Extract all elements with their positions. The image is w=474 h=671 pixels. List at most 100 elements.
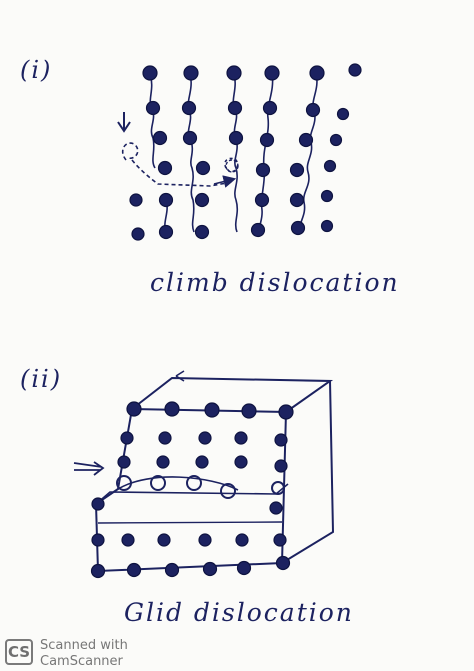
atom: [157, 533, 171, 547]
atom: [235, 533, 249, 547]
hollow-atom: [271, 481, 285, 495]
atom: [198, 533, 212, 547]
atom: [289, 192, 305, 208]
atom: [195, 160, 211, 176]
climb-atoms: [129, 63, 362, 241]
atom: [305, 102, 321, 118]
climb-path: [121, 142, 233, 187]
slip-curve: [117, 476, 239, 491]
diagram-2-label: (ii): [20, 365, 63, 393]
atom: [204, 402, 220, 418]
atom: [278, 404, 294, 420]
glide-cube: [73, 370, 335, 573]
lattice-column-line: [258, 72, 274, 233]
atom: [250, 222, 266, 238]
atom: [228, 130, 244, 146]
atom: [195, 455, 209, 469]
glide-atoms: [90, 401, 294, 579]
lattice-column-line: [298, 72, 318, 233]
top-edge-arrow: [175, 370, 185, 382]
atom: [234, 431, 248, 445]
atom: [255, 162, 271, 178]
atom: [181, 100, 197, 116]
atom: [131, 227, 145, 241]
diagram-1-caption: climb dislocation: [150, 268, 400, 297]
watermark-line-2: CamScanner: [40, 654, 123, 669]
atom: [156, 455, 170, 469]
atom: [348, 63, 362, 77]
cube-top-face: [131, 376, 334, 413]
atom: [234, 455, 248, 469]
lattice-column-line: [187, 72, 195, 233]
atom: [323, 159, 337, 173]
atom: [336, 107, 350, 121]
atom: [194, 192, 210, 208]
climb-lattice: [117, 72, 318, 233]
lattice-column-line: [149, 72, 156, 169]
atom: [120, 431, 134, 445]
watermark-line-1: Scanned with: [40, 638, 128, 653]
atom: [290, 220, 306, 236]
glide-dislocation-atoms: [116, 475, 285, 499]
atom: [275, 555, 291, 571]
atom: [126, 562, 142, 578]
camscanner-watermark: Scanned with CamScanner: [40, 638, 128, 670]
climb-arrow: [213, 175, 237, 188]
atom: [269, 501, 283, 515]
diagram-2-caption: Glid dislocation: [124, 598, 354, 627]
hollow-atom: [186, 475, 202, 491]
atom: [152, 130, 168, 146]
camscanner-logo: CS: [5, 639, 33, 665]
atom: [254, 192, 270, 208]
glide-arrow: [73, 461, 105, 476]
atom: [91, 533, 105, 547]
atom: [236, 560, 252, 576]
atom: [259, 132, 275, 148]
atom: [158, 431, 172, 445]
atom: [227, 100, 243, 116]
hollow-atom: [150, 475, 166, 491]
atom: [164, 562, 180, 578]
atom: [164, 401, 180, 417]
diagram-1-label: (i): [20, 56, 53, 84]
atom: [298, 132, 314, 148]
atom: [264, 65, 280, 81]
insertion-arrow: [117, 112, 131, 133]
atom: [262, 100, 278, 116]
atom: [226, 65, 242, 81]
atom: [90, 563, 106, 579]
atom: [320, 219, 334, 233]
slip-plane: [95, 483, 289, 505]
lower-edge: [97, 521, 283, 524]
atom: [202, 561, 218, 577]
atom: [142, 65, 158, 81]
cube-right-face: [281, 380, 335, 564]
hollow-atom: [220, 483, 236, 499]
atom: [183, 65, 199, 81]
atom: [182, 130, 198, 146]
atom: [129, 193, 143, 207]
atom: [274, 459, 288, 473]
atom: [126, 401, 142, 417]
atom: [273, 533, 287, 547]
atom: [320, 189, 334, 203]
atom: [274, 433, 288, 447]
atom: [309, 65, 325, 81]
atom: [194, 224, 210, 240]
atom: [329, 133, 343, 147]
atom: [198, 431, 212, 445]
atom: [158, 192, 174, 208]
vacancy: [225, 159, 239, 173]
atom: [241, 403, 257, 419]
atom: [117, 455, 131, 469]
lattice-column-line: [232, 72, 239, 233]
atom: [289, 162, 305, 178]
atom: [145, 100, 161, 116]
atom: [91, 497, 105, 511]
atom: [158, 224, 174, 240]
hollow-atom: [116, 475, 132, 491]
atom: [157, 160, 173, 176]
atom: [121, 533, 135, 547]
